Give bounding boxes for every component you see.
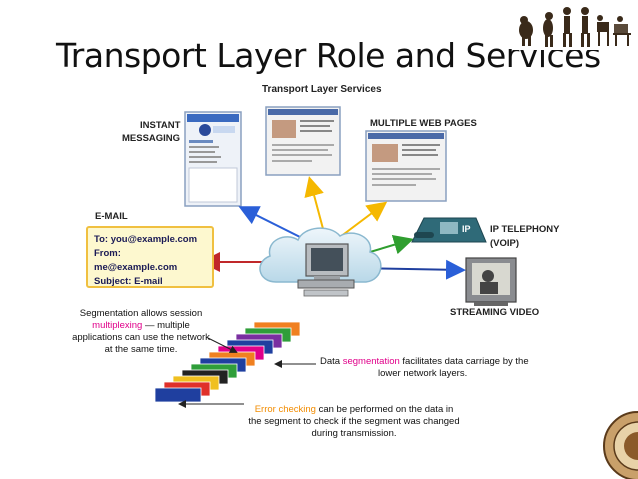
video-monitor-icon — [465, 257, 517, 306]
computer-icon — [297, 243, 355, 297]
segmentation-rest: facilitates data carriage by the — [399, 356, 529, 367]
label-instant: INSTANT — [140, 120, 181, 131]
error-line-3: during transmission. — [311, 428, 397, 439]
web-page-window-2 — [365, 130, 447, 202]
label-ip-telephony: IP TELEPHONY — [490, 224, 560, 235]
segmentation-note: Data segmentation facilitates data carri… — [320, 356, 550, 380]
university-seal — [603, 411, 638, 479]
slide-title: Transport Layer Role and Services — [56, 36, 601, 75]
label-voip: (VOIP) — [490, 238, 520, 249]
multiplexing-note: Segmentation allows session multiplexing… — [62, 308, 220, 356]
error-line-2: the segment to check if the segment was … — [248, 416, 460, 427]
segmentation-highlight: segmentation — [342, 356, 400, 367]
web-page-window-1 — [265, 106, 341, 176]
ip-phone-icon — [411, 217, 487, 243]
error-highlight: Error checking — [254, 404, 316, 415]
email-to: To: you@example.com — [94, 234, 198, 245]
data-segment — [154, 387, 202, 403]
error-checking-note: Error checking can be performed on the d… — [236, 404, 472, 440]
segmentation-prefix: Data — [320, 356, 343, 367]
label-multiple-web-pages: MULTIPLE WEB PAGES — [370, 118, 477, 129]
segmentation-line-2: lower network layers. — [378, 368, 468, 379]
label-streaming-video: STREAMING VIDEO — [450, 307, 540, 318]
multiplexing-line-4: at the same time. — [104, 344, 178, 355]
multiplexing-line-1: Segmentation allows session — [79, 308, 203, 319]
error-rest: can be performed on the data in — [315, 404, 454, 415]
email-from: From: me@example.com — [94, 248, 178, 273]
instant-messaging-window — [184, 111, 242, 207]
email-message-box: To: you@example.com From: me@example.com… — [86, 226, 214, 288]
multiplexing-line-3: applications can use the network — [72, 332, 210, 343]
multiplexing-line-2-rest: — multiple — [142, 320, 190, 331]
evolution-logo — [512, 2, 638, 50]
label-email: E-MAIL — [95, 211, 128, 222]
ip-phone-badge: IP — [462, 224, 471, 234]
email-subject: Subject: E-mail — [94, 276, 163, 287]
diagram-heading: Transport Layer Services — [262, 84, 382, 95]
label-messaging: MESSAGING — [122, 133, 181, 144]
segment-stack — [154, 321, 301, 403]
multiplexing-highlight: multiplexing — [92, 320, 143, 331]
multiplex-pointer — [207, 337, 238, 353]
